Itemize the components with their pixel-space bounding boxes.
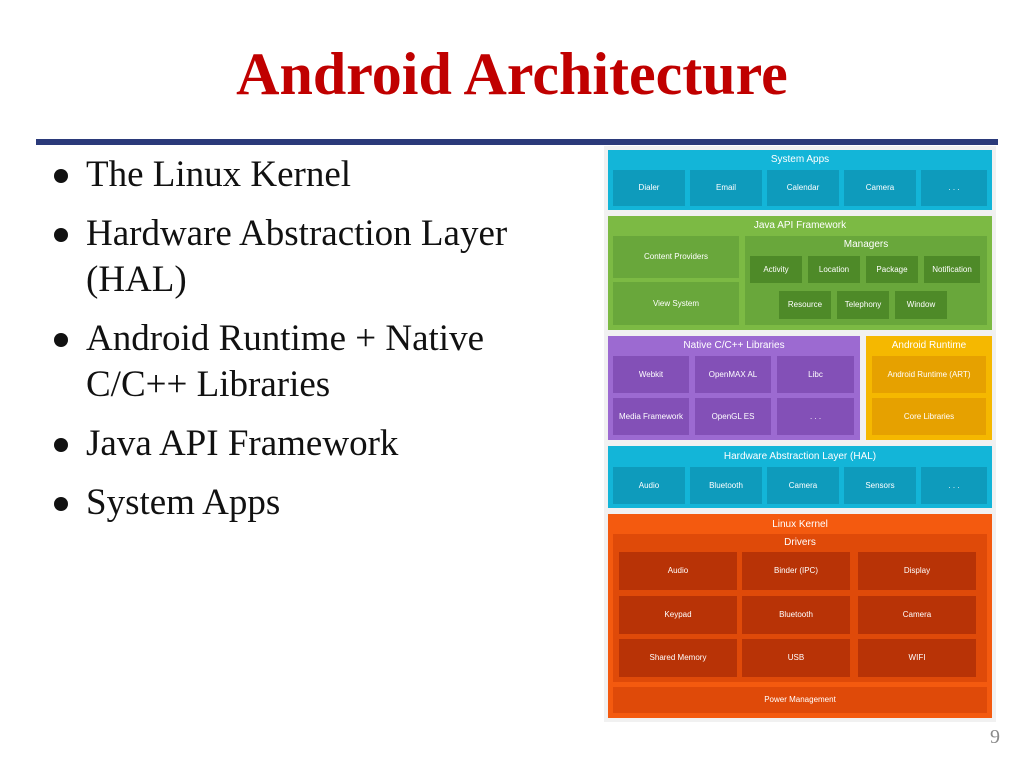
manager-box: Location — [808, 256, 860, 283]
system-app-box: Camera — [844, 170, 916, 206]
slide-title: Android Architecture — [236, 41, 788, 107]
java-api-framework-title: Java API Framework — [753, 220, 847, 231]
hal-box: Bluetooth — [690, 467, 762, 504]
hal-box: Camera — [767, 467, 839, 504]
hal-title: Hardware Abstraction Layer (HAL) — [723, 451, 877, 462]
content-providers-box: Content Providers — [613, 236, 739, 278]
system-apps-layer: System Apps Dialer Email Calendar Camera… — [608, 150, 992, 210]
bullet-text: System Apps — [86, 482, 281, 523]
driver-box: Shared Memory — [619, 639, 737, 677]
driver-box: USB — [742, 639, 850, 677]
native-library-box: OpenMAX AL — [695, 356, 771, 393]
managers-title: Managers — [843, 239, 889, 250]
android-runtime-layer: Android Runtime Android Runtime (ART) Co… — [866, 336, 992, 440]
native-library-box: Webkit — [613, 356, 689, 393]
hal-box: Audio — [613, 467, 685, 504]
driver-box: Bluetooth — [742, 596, 850, 634]
native-library-box: OpenGL ES — [695, 398, 771, 435]
hal-layer: Hardware Abstraction Layer (HAL) Audio B… — [608, 446, 992, 508]
managers-group: Managers Activity Location Package Notif… — [745, 236, 987, 325]
manager-box: Window — [895, 291, 947, 319]
manager-box: Telephony — [837, 291, 889, 319]
driver-box: Keypad — [619, 596, 737, 634]
bullet-dot-icon — [54, 497, 68, 511]
bullet-text: The Linux Kernel — [86, 154, 352, 195]
bullet-item: Java API Framework — [50, 421, 570, 467]
android-architecture-diagram: System Apps Dialer Email Calendar Camera… — [604, 146, 996, 722]
driver-box: Display — [858, 552, 976, 590]
bullet-text: Java API Framework — [86, 423, 399, 464]
page-number: 9 — [990, 726, 1000, 748]
linux-kernel-layer: Linux Kernel Drivers Audio Binder (IPC) … — [608, 514, 992, 718]
system-app-box: Calendar — [767, 170, 839, 206]
native-library-box: Media Framework — [613, 398, 689, 435]
native-libraries-layer: Native C/C++ Libraries Webkit OpenMAX AL… — [608, 336, 860, 440]
runtime-box: Android Runtime (ART) — [872, 356, 986, 393]
bullet-text: Android Runtime + Native C/C++ Libraries — [86, 318, 485, 405]
bullet-dot-icon — [54, 228, 68, 242]
driver-box: Camera — [858, 596, 976, 634]
view-system-box: View System — [613, 282, 739, 325]
android-runtime-title: Android Runtime — [891, 340, 967, 351]
manager-box: Resource — [779, 291, 831, 319]
power-management-box: Power Management — [613, 687, 987, 713]
system-app-box: Email — [690, 170, 762, 206]
native-library-box: . . . — [777, 398, 854, 435]
bullet-text: Hardware Abstraction Layer (HAL) — [86, 213, 508, 300]
native-library-box: Libc — [777, 356, 854, 393]
title-divider — [36, 139, 998, 145]
driver-box: WIFI — [858, 639, 976, 677]
java-api-framework-layer: Java API Framework Content Providers Vie… — [608, 216, 992, 330]
driver-box: Binder (IPC) — [742, 552, 850, 590]
runtime-box: Core Libraries — [872, 398, 986, 435]
bullet-item: The Linux Kernel — [50, 152, 570, 198]
bullet-dot-icon — [54, 333, 68, 347]
driver-box: Audio — [619, 552, 737, 590]
bullet-dot-icon — [54, 169, 68, 183]
manager-box: Activity — [750, 256, 802, 283]
bullet-item: System Apps — [50, 480, 570, 526]
drivers-group: Drivers Audio Binder (IPC) Display Keypa… — [613, 534, 987, 682]
bullet-list: The Linux Kernel Hardware Abstraction La… — [50, 152, 570, 539]
drivers-title: Drivers — [784, 537, 816, 548]
manager-box: Package — [866, 256, 918, 283]
native-libraries-title: Native C/C++ Libraries — [683, 340, 785, 351]
hal-box: Sensors — [844, 467, 916, 504]
system-app-box: . . . — [921, 170, 987, 206]
bullet-dot-icon — [54, 438, 68, 452]
system-apps-title: System Apps — [770, 154, 830, 165]
bullet-item: Hardware Abstraction Layer (HAL) — [50, 211, 570, 303]
system-app-box: Dialer — [613, 170, 685, 206]
linux-kernel-title: Linux Kernel — [772, 519, 828, 530]
manager-box: Notification — [924, 256, 980, 283]
hal-box: . . . — [921, 467, 987, 504]
bullet-item: Android Runtime + Native C/C++ Libraries — [50, 316, 570, 408]
